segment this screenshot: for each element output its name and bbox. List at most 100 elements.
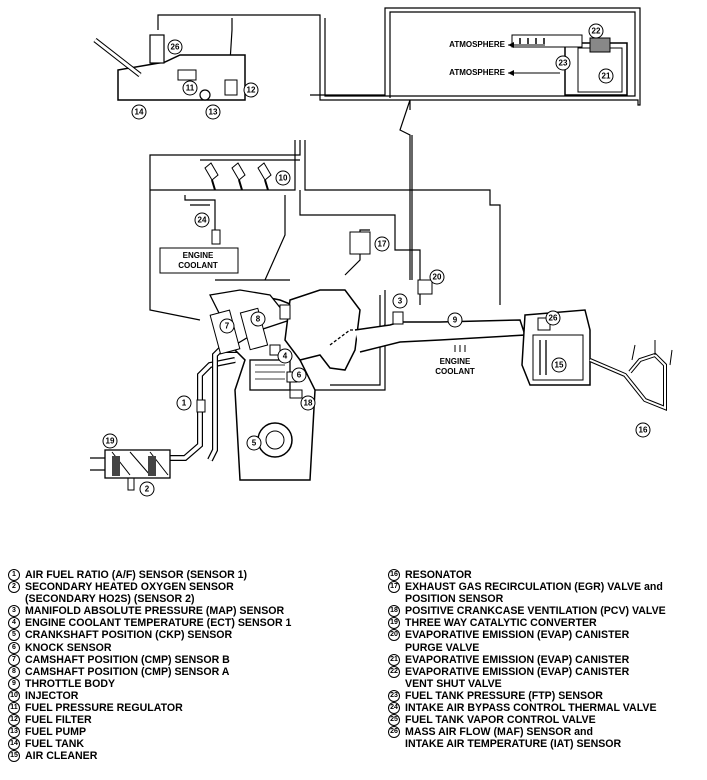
legend-number: 26 <box>388 726 400 739</box>
callout-7: 7 <box>219 318 235 334</box>
legend-number: 20 <box>388 629 400 642</box>
legend-text: FUEL TANK VAPOR CONTROL VALVE <box>405 714 596 727</box>
svg-text:11: 11 <box>186 84 195 93</box>
callout-11: 11 <box>182 80 198 96</box>
atmosphere-label-top: ATMOSPHERE <box>449 40 506 49</box>
callout-13: 13 <box>205 104 221 120</box>
legend-number: 13 <box>8 726 20 739</box>
fuel-tank <box>93 34 246 101</box>
intake-manifold <box>284 289 527 371</box>
legend-text: FUEL TANK PRESSURE (FTP) SENSOR <box>405 689 603 702</box>
legend-text: KNOCK SENSOR <box>25 641 112 654</box>
engine-coolant-mid-line2: COOLANT <box>435 367 475 376</box>
legend-item: 2 SECONDARY HEATED OXYGEN SENSOR (SECONDA… <box>8 581 368 605</box>
hose-lines <box>149 7 641 391</box>
svg-text:13: 13 <box>209 108 218 117</box>
callout-23: 23 <box>555 55 571 71</box>
legend-number: 17 <box>388 581 400 594</box>
legend-number: 21 <box>388 653 400 666</box>
emission-system-diagram: ENGINE COOLANT ENGINE COOLANT ATMOSPHERE… <box>90 7 673 497</box>
legend-item: 22 EVAPORATIVE EMISSION (EVAP) CANISTER V… <box>388 665 706 690</box>
callout-12: 12 <box>243 82 259 98</box>
callout-8: 8 <box>250 311 266 327</box>
legend-text: AIR CLEANER <box>25 750 98 763</box>
legend-item: 18 POSITIVE CRANKCASE VENTILATION (PCV) V… <box>388 605 706 618</box>
callout-26-intake: 26 <box>545 310 561 326</box>
legend-number: 18 <box>388 605 400 618</box>
callout-3: 3 <box>392 293 408 309</box>
legend-text: INTAKE AIR BYPASS CONTROL THERMAL VALVE <box>405 702 657 715</box>
svg-text:5: 5 <box>252 439 257 448</box>
evap-canister-box <box>508 34 628 96</box>
legend-text: SECONDARY HEATED OXYGEN SENSOR (SECONDAR… <box>25 581 234 606</box>
svg-text:21: 21 <box>602 72 611 81</box>
legend-number: 7 <box>8 653 20 666</box>
svg-text:9: 9 <box>453 316 458 325</box>
legend-text: FUEL FILTER <box>25 714 92 727</box>
legend-item: 10 INJECTOR <box>8 689 368 702</box>
svg-text:1: 1 <box>182 399 187 408</box>
legend-text: FUEL TANK <box>25 738 85 751</box>
legend-text: RESONATOR <box>405 569 472 581</box>
callout-21: 21 <box>598 68 614 84</box>
legend-item: 26 MASS AIR FLOW (MAF) SENSOR and INTAKE … <box>388 726 706 750</box>
callout-5: 5 <box>246 435 262 451</box>
legend-number: 8 <box>8 665 20 678</box>
legend-text: ENGINE COOLANT TEMPERATURE (ECT) SENSOR … <box>25 617 292 630</box>
legend-text: POSITIVE CRANKCASE VENTILATION (PCV) VAL… <box>405 605 666 618</box>
svg-text:3: 3 <box>398 297 403 306</box>
legend-text: FUEL PRESSURE REGULATOR <box>25 702 183 715</box>
legend-number: 14 <box>8 738 20 751</box>
legend-number: 1 <box>8 569 20 581</box>
engine-coolant-left-line2: COOLANT <box>178 261 218 270</box>
callout-1: 1 <box>176 395 192 411</box>
legend-right-column: 16 RESONATOR 17 EXHAUST GAS RECIRCULATION (… <box>388 569 706 750</box>
legend-number: 9 <box>8 677 20 690</box>
callout-26-tank: 26 <box>167 39 183 55</box>
legend-text: MANIFOLD ABSOLUTE PRESSURE (MAP) SENSOR <box>25 605 285 618</box>
legend-number: 22 <box>388 665 400 678</box>
legend-item: 23 FUEL TANK PRESSURE (FTP) SENSOR <box>388 689 706 702</box>
svg-text:26: 26 <box>549 314 558 323</box>
svg-text:8: 8 <box>256 315 261 324</box>
svg-text:20: 20 <box>433 273 442 282</box>
svg-text:18: 18 <box>304 399 313 408</box>
callout-22: 22 <box>588 23 604 39</box>
legend-number: 5 <box>8 629 20 642</box>
legend-number: 19 <box>388 617 400 630</box>
legend-number: 2 <box>8 581 20 594</box>
legend-item: 17 EXHAUST GAS RECIRCULATION (EGR) VALVE … <box>388 581 706 605</box>
legend-text: CAMSHAFT POSITION (CMP) SENSOR A <box>25 665 230 678</box>
svg-text:12: 12 <box>247 86 256 95</box>
legend-text: EXHAUST GAS RECIRCULATION (EGR) VALVE an… <box>405 581 663 606</box>
engine-coolant-box: ENGINE COOLANT <box>159 247 239 274</box>
legend-number: 23 <box>388 689 400 702</box>
svg-text:16: 16 <box>639 426 648 435</box>
legend-item: 8 CAMSHAFT POSITION (CMP) SENSOR A <box>8 665 368 678</box>
legend-text: MASS AIR FLOW (MAF) SENSOR and INTAKE AI… <box>405 726 622 751</box>
svg-text:23: 23 <box>559 59 568 68</box>
legend-number: 10 <box>8 689 20 702</box>
legend-text: INJECTOR <box>25 689 79 702</box>
callout-10: 10 <box>275 170 291 186</box>
legend-text: EVAPORATIVE EMISSION (EVAP) CANISTER VEN… <box>405 665 630 690</box>
legend-number: 16 <box>388 569 400 581</box>
svg-text:6: 6 <box>297 371 302 380</box>
callout-16: 16 <box>635 422 651 438</box>
callout-24: 24 <box>194 212 210 228</box>
